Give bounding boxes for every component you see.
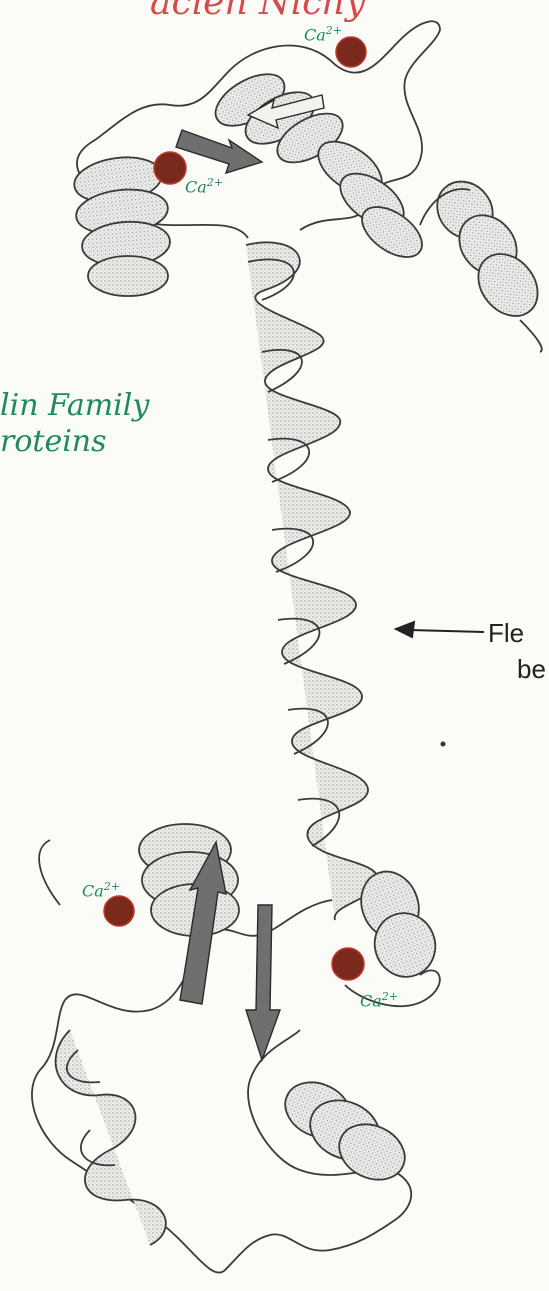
calcium-ion-2: [154, 152, 186, 184]
calcium-label-4: Ca2+: [360, 990, 398, 1008]
n-domain-helix-right: [309, 131, 431, 267]
flexible-linker-label-line1: Fle: [488, 618, 524, 649]
calcium-ion-4: [332, 948, 364, 980]
c-domain-helix-right: [352, 863, 444, 985]
calcium-label-3: Ca2+: [82, 880, 120, 898]
c-domain-helix-bottom-right: [276, 1072, 414, 1190]
c-domain-helix-left-lower: [56, 1030, 166, 1245]
calcium-ion-3: [104, 896, 134, 926]
linker-pointer-arrow: [396, 622, 484, 637]
n-terminal-domain: [71, 21, 549, 352]
calcium-label-1: Ca2+: [304, 24, 342, 42]
calcium-label-2: Ca2+: [185, 176, 223, 194]
flexible-linker-label-line2: be: [517, 654, 546, 685]
central-linker-helix: [246, 242, 378, 920]
stray-dot: [441, 742, 446, 747]
